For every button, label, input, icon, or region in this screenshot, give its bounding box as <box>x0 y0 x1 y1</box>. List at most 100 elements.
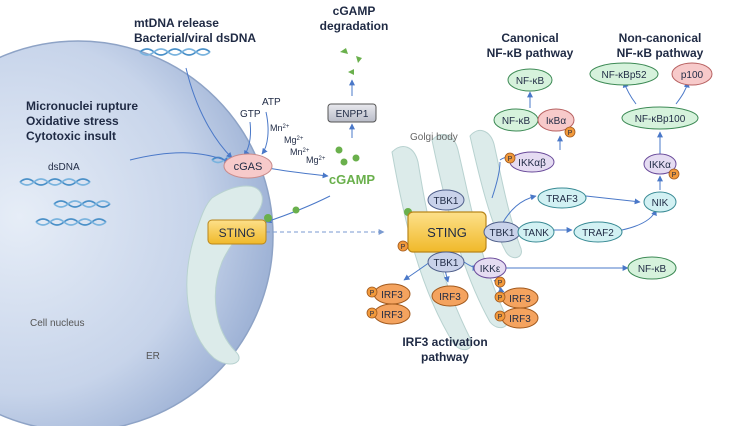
nfkbp52-node: NF-κBp52 <box>589 62 659 86</box>
nfkb-top-node: NF-κB <box>507 68 553 92</box>
sting-golgi-node: STING <box>407 211 487 253</box>
dna-strands <box>19 48 261 226</box>
tank-label: TANK <box>523 228 549 239</box>
cell-nucleus-label: Cell nucleus <box>30 318 84 329</box>
tank-node: TANK <box>517 221 555 243</box>
nfkb-mid-label: NF-κB <box>502 116 531 127</box>
cgas-label: cGAS <box>234 161 263 173</box>
nfkb-mid-node: NF-κB <box>493 108 539 132</box>
nucleus-title-1: Micronuclei rupture <box>26 99 138 113</box>
cgas-node: cGAS <box>223 153 273 179</box>
ikke-label: IKKε <box>480 264 501 275</box>
dsdna-label: dsDNA <box>48 162 80 173</box>
nik-node: NIK <box>643 191 677 213</box>
svg-text:P: P <box>498 295 503 302</box>
traf2-node: TRAF2 <box>573 221 623 243</box>
noncanonical-label-2: NF-κB pathway <box>617 46 704 60</box>
tbk1-top-label: TBK1 <box>433 196 458 207</box>
tbk1-bottom-node: TBK1 <box>427 251 465 273</box>
traf3-node: TRAF3 <box>537 187 587 209</box>
svg-text:P: P <box>370 311 375 318</box>
noncanonical-label-1: Non-canonical <box>619 31 702 45</box>
irf3-node-d: IRF3 <box>501 287 539 309</box>
cgamp-label: cGAMP <box>329 172 376 187</box>
phospho-irf3-d: P <box>494 291 506 303</box>
irf3-node-a: IRF3 <box>373 283 411 305</box>
nfkb-right-label: NF-κB <box>638 264 667 275</box>
gtp-label: GTP <box>240 109 261 120</box>
irf3-e-label: IRF3 <box>509 314 531 325</box>
endoplasmic-reticulum <box>186 185 263 365</box>
irf3-d-label: IRF3 <box>509 294 531 305</box>
irf3-pathway-label-1: IRF3 activation <box>402 335 487 349</box>
mn-ion-1: Mn2+ <box>270 123 290 133</box>
cgamp-molecules <box>292 48 362 214</box>
phospho-ikke: P <box>494 276 506 288</box>
irf3-node-e: IRF3 <box>501 307 539 329</box>
nucleus-title-3: Cytotoxic insult <box>26 129 116 143</box>
tbk1-bottom-label: TBK1 <box>433 258 458 269</box>
golgi-label: Golgi body <box>410 132 458 143</box>
svg-text:P: P <box>401 244 406 251</box>
er-label: ER <box>146 351 160 362</box>
canonical-label-1: Canonical <box>501 31 558 45</box>
svg-text:P: P <box>498 280 503 287</box>
sting-er-label: STING <box>219 226 256 240</box>
ikba-label: IκBα <box>546 116 566 127</box>
enpp1-node: ENPP1 <box>327 103 377 123</box>
mtdna-label-1: mtDNA release <box>134 16 219 30</box>
irf3-node-b: IRF3 <box>373 303 411 325</box>
nfkb-right-node: NF-κB <box>627 256 677 280</box>
svg-text:P: P <box>370 290 375 297</box>
p100-label: p100 <box>681 70 704 81</box>
phospho-irf3-e: P <box>494 310 506 322</box>
irf3-b-label: IRF3 <box>381 310 403 321</box>
nfkbp100-node: NF-κBp100 <box>621 106 699 130</box>
phospho-irf3-b: P <box>366 307 378 319</box>
phospho-irf3-a: P <box>366 286 378 298</box>
mtdna-label-2: Bacterial/viral dsDNA <box>134 31 256 45</box>
degradation-label-1: cGAMP <box>333 4 376 18</box>
sting-golgi-label: STING <box>427 225 467 240</box>
mg-ion-1: Mg2+ <box>284 135 304 145</box>
phospho-sting: P <box>397 240 409 252</box>
nfkb-top-label: NF-κB <box>516 76 545 87</box>
ikke-node: IKKε <box>473 257 507 279</box>
ikka-node: IKKα <box>643 153 677 175</box>
traf2-label: TRAF2 <box>582 228 614 239</box>
svg-text:P: P <box>568 130 573 137</box>
svg-text:P: P <box>508 156 513 163</box>
mg-ion-2: Mg2+ <box>306 155 326 165</box>
ikka-label: IKKα <box>649 160 671 171</box>
nfkbp52-label: NF-κBp52 <box>601 70 646 81</box>
ikba-node: IκBα <box>537 108 575 132</box>
svg-text:P: P <box>498 314 503 321</box>
degradation-label-2: degradation <box>320 19 389 33</box>
tbk1-right-node: TBK1 <box>483 221 521 243</box>
phospho-ikka: P <box>668 168 680 180</box>
nfkbp100-label: NF-κBp100 <box>635 114 686 125</box>
svg-text:P: P <box>672 172 677 179</box>
irf3-pathway-label-2: pathway <box>421 350 469 364</box>
phospho-ikba: P <box>564 126 576 138</box>
ikkab-label: IKKαβ <box>518 158 546 169</box>
ikkab-node: IKKαβ <box>509 151 555 173</box>
canonical-label-2: NF-κB pathway <box>487 46 574 60</box>
nucleus-title-2: Oxidative stress <box>26 114 119 128</box>
sting-er-node: STING <box>207 219 267 245</box>
p100-node: p100 <box>671 62 713 86</box>
atp-label: ATP <box>262 97 281 108</box>
tbk1-top-node: TBK1 <box>427 189 465 211</box>
traf3-label: TRAF3 <box>546 194 578 205</box>
enpp1-label: ENPP1 <box>336 109 369 120</box>
phospho-ikkab: P <box>504 152 516 164</box>
tbk1-right-label: TBK1 <box>489 228 514 239</box>
mn-ion-2: Mn2+ <box>290 147 310 157</box>
sting-ligand-dot <box>264 214 272 222</box>
nik-label: NIK <box>652 198 669 209</box>
irf3-a-label: IRF3 <box>381 290 403 301</box>
irf3-c-label: IRF3 <box>439 292 461 303</box>
irf3-node-c: IRF3 <box>431 285 469 307</box>
